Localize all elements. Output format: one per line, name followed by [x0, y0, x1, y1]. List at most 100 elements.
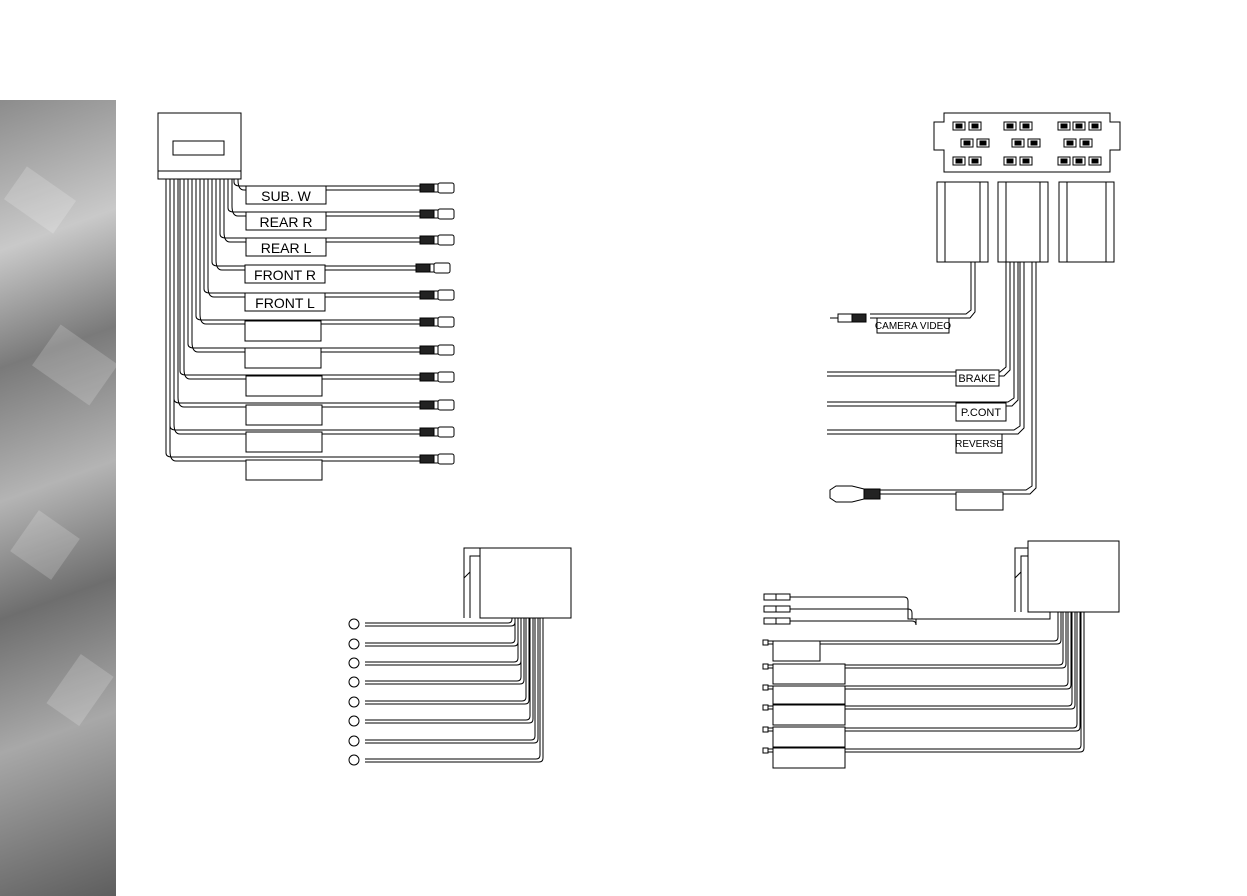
antenna-wire — [365, 618, 530, 705]
iso-pin-contact — [1014, 140, 1022, 146]
aux-harness — [762, 540, 1120, 769]
rca-plug-body — [419, 235, 435, 245]
rca-plug-tip — [437, 234, 455, 246]
aux-wire-end — [762, 663, 769, 670]
iso-pin-contact — [1060, 123, 1068, 129]
label-box-9 — [245, 404, 323, 426]
label-box-11 — [245, 459, 323, 481]
audio-wire — [191, 179, 420, 353]
aux-box-5 — [772, 726, 846, 748]
aux-plug-body — [775, 593, 791, 601]
iso-pin-contact — [1091, 123, 1099, 129]
rca-plug-body — [419, 317, 435, 327]
label-reverse: REVERSE — [955, 439, 1003, 450]
label-box-rear-l — [245, 237, 327, 257]
rca-plug-ring — [433, 345, 439, 355]
iso-pin-contact — [1022, 123, 1030, 129]
label-front-l: FRONT L — [255, 295, 315, 311]
audio-connector-block — [157, 112, 242, 180]
rca-plug-body — [419, 183, 435, 193]
audio-wire — [179, 179, 420, 376]
rca-plug-tip — [437, 371, 455, 383]
label-rear-r: REAR R — [260, 214, 313, 230]
iso-pin-contact — [971, 123, 979, 129]
audio-wire — [211, 179, 416, 267]
audio-connector-slot — [172, 140, 225, 156]
ring-terminal — [348, 618, 360, 630]
antenna-bracket-break — [463, 571, 471, 579]
rca-plug-tip — [437, 208, 455, 220]
audio-wire — [183, 179, 420, 380]
antenna-wire — [365, 618, 513, 624]
rca-plug-ring — [433, 209, 439, 219]
iso-pin-contact — [955, 123, 963, 129]
audio-wire — [223, 179, 420, 243]
aux-bracket — [1014, 547, 1028, 612]
aux-plug-tip — [763, 605, 777, 613]
label-front-r: FRONT R — [254, 267, 316, 283]
aux-plugs — [762, 593, 791, 754]
audio-wire — [177, 179, 420, 408]
reverse-wire — [827, 262, 1025, 435]
aux-box-6 — [772, 747, 846, 769]
aux-wire — [768, 612, 1069, 687]
pcont-wire — [827, 262, 1015, 403]
antenna-terminals — [348, 618, 360, 766]
aux-wire — [768, 612, 1081, 732]
rca-plug-tip — [437, 316, 455, 328]
aux-bracket-break — [1014, 571, 1022, 579]
aux-wire — [768, 612, 1082, 750]
ring-terminal — [348, 657, 360, 669]
label-box-rear-r — [245, 211, 327, 231]
rca-plug-body — [419, 209, 435, 219]
antenna-wire — [365, 618, 516, 627]
antenna-bracket — [469, 555, 480, 618]
pcont-wire — [827, 262, 1019, 407]
rca-plug-ring — [433, 290, 439, 300]
aux-box-1 — [772, 640, 821, 662]
iso-pin-contact — [1030, 140, 1038, 146]
rca-plug-tip — [437, 453, 455, 465]
reverse-wire — [827, 262, 1021, 431]
iso-pin-contact — [1060, 158, 1068, 164]
label-box-8 — [245, 375, 323, 397]
aux-connector-block — [1027, 540, 1120, 613]
antenna-wire — [365, 618, 519, 647]
audio-wire — [231, 179, 420, 217]
label-camera-video: CAMERA VIDEO — [875, 321, 951, 332]
antenna-wire — [365, 618, 525, 685]
rca-plug-tip — [437, 399, 455, 411]
aux-wires — [768, 596, 1085, 753]
aux-box-2 — [772, 663, 846, 685]
extra-plug-tip — [829, 485, 865, 503]
pcont-box — [955, 402, 1007, 422]
label-box-front-r — [244, 264, 326, 284]
rca-plug-body — [415, 263, 431, 273]
aux-wire — [790, 596, 1051, 620]
camera-wire — [870, 262, 976, 319]
audio-wire — [227, 179, 420, 213]
rca-plug-ring — [433, 183, 439, 193]
rca-plug-tip — [437, 344, 455, 356]
rca-plug-tip — [437, 182, 455, 194]
aux-wire — [768, 612, 1078, 729]
rca-plug-body — [419, 372, 435, 382]
audio-wire — [207, 179, 420, 298]
antenna-bracket — [463, 547, 480, 618]
aux-wire — [768, 612, 1059, 642]
audio-wire — [199, 179, 420, 325]
iso-pin-contact — [971, 158, 979, 164]
ring-terminal — [348, 715, 360, 727]
extra-wire — [880, 262, 1033, 491]
audio-wire — [237, 179, 420, 191]
antenna-wire — [365, 618, 539, 744]
iso-pin-contact — [1006, 158, 1014, 164]
rca-plug-body — [419, 400, 435, 410]
antenna-wire — [365, 618, 519, 663]
audio-wire — [187, 179, 420, 349]
label-pcont: P.CONT — [961, 407, 1001, 419]
antenna-wire — [365, 618, 531, 721]
iso-labels: CAMERA VIDEO BRAKE P.CONT REVERSE — [875, 321, 1003, 450]
audio-wire — [169, 179, 420, 462]
iso-pins — [952, 121, 1102, 166]
